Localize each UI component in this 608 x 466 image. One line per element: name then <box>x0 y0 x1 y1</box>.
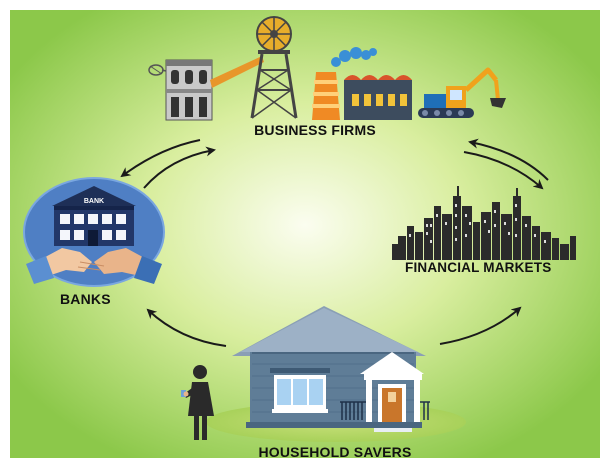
conveyor-belt <box>210 56 264 88</box>
arrows <box>120 138 549 347</box>
arrow-household-to-banks <box>146 308 227 347</box>
cooling-tower-icon <box>312 72 340 120</box>
bank-building-icon <box>52 186 136 246</box>
house-icon <box>232 306 430 432</box>
office-building-icon <box>165 59 213 121</box>
arrow-business-to-markets <box>463 151 544 190</box>
house-window-left <box>270 368 330 413</box>
factory-icon <box>344 75 412 120</box>
banks-label: BANKS <box>60 291 111 307</box>
person-with-phone-icon <box>181 365 214 440</box>
handshake-icon <box>26 248 162 284</box>
arrow-banks-to-business <box>143 146 216 189</box>
smoke-icon <box>331 47 377 67</box>
arrow-business-to-banks <box>120 139 201 178</box>
household-illustration <box>181 306 466 442</box>
mining-tower-icon <box>250 16 298 119</box>
house-railing <box>340 401 430 420</box>
business-firms-illustration <box>148 16 506 121</box>
excavator-icon <box>418 67 506 118</box>
banks-illustration: BANK <box>23 177 165 287</box>
arrow-markets-to-business <box>468 138 549 181</box>
bank-sign-text: BANK <box>84 198 104 205</box>
financial-markets-illustration <box>392 186 576 260</box>
business-firms-label: BUSINESS FIRMS <box>254 122 376 138</box>
financial-markets-label: FINANCIAL MARKETS <box>405 260 552 275</box>
household-savers-label: HOUSEHOLD SAVERS <box>258 444 412 460</box>
arrow-household-to-markets <box>439 306 522 345</box>
